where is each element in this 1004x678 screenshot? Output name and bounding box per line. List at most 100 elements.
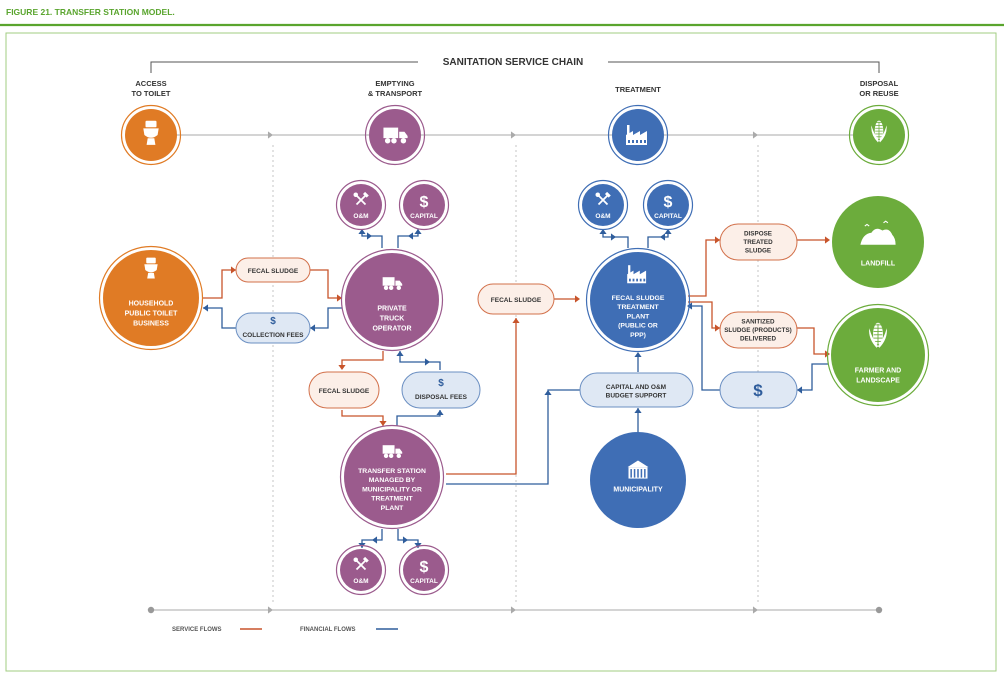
farmer-label: FARMER AND: [855, 367, 901, 374]
arrowhead: [372, 536, 378, 544]
legend-financial-label: FINANCIAL FLOWS: [300, 627, 356, 633]
treatment-plant-label: TREATMENT: [617, 304, 659, 311]
arrowhead: [436, 410, 444, 416]
factory-icon: [626, 125, 647, 145]
household-label: HOUSEHOLD: [129, 300, 174, 307]
factory-window: [636, 140, 638, 143]
landfill-icon: [860, 220, 896, 245]
toilet-base: [146, 138, 156, 145]
truck-icon: [383, 127, 408, 144]
financial-flow: [602, 229, 629, 248]
sanitized-sludge-pill: [719, 311, 798, 349]
payment-pill: [719, 371, 798, 409]
financial-flow: [361, 529, 383, 548]
om-circle: [582, 184, 624, 226]
toilet-bowl: [144, 264, 158, 273]
arrowhead: [664, 229, 672, 235]
transfer-station-label: PLANT: [381, 505, 405, 512]
truck-wheel: [396, 285, 402, 291]
transfer-station-node-ring: [339, 424, 445, 530]
stage-label: TREATMENT: [615, 85, 661, 94]
truck-operator-label: PRIVATE: [377, 305, 407, 312]
om-circle: [340, 549, 382, 591]
arrowhead: [230, 266, 236, 274]
chain-title: SANITATION SERVICE CHAIN: [443, 57, 584, 68]
transfer-station-node: [344, 429, 440, 525]
fecal-sludge-pill: [477, 283, 555, 315]
om-circle-ring: [577, 179, 629, 231]
capital-label: CAPITAL: [654, 213, 682, 220]
truck-wheel: [396, 453, 402, 459]
truck-wheel: [388, 285, 394, 291]
wrench-head: [595, 192, 600, 197]
chain-bracket-left: [150, 61, 418, 73]
factory-window: [640, 140, 642, 143]
financial-flow: [396, 410, 441, 426]
om-circle: [340, 184, 382, 226]
farmer-label: LANDSCAPE: [856, 377, 900, 384]
arrowhead: [424, 358, 430, 366]
arrowhead: [574, 295, 580, 303]
factory-window: [632, 140, 634, 143]
wrench-head: [353, 192, 358, 197]
dispose-treated-label: TREATED: [743, 239, 773, 246]
landfill-label: LANDFILL: [861, 260, 896, 267]
dispose-treated-label: SLUDGE: [745, 248, 771, 255]
chain-arrow: [752, 606, 758, 614]
toilet-base: [147, 272, 155, 279]
financial-flow: [797, 363, 828, 391]
factory-window: [644, 140, 646, 143]
toilet-tank: [146, 257, 156, 264]
dollar-icon: $: [753, 381, 763, 400]
building-column: [637, 469, 639, 478]
truck-wheel: [384, 137, 391, 144]
factory-window: [643, 278, 646, 282]
truck-operator-node: [345, 253, 439, 347]
transfer-station-label: MUNICIPALITY OR: [362, 486, 422, 493]
household-label: PUBLIC TOILET: [125, 310, 178, 317]
fecal-sludge-pill: [235, 257, 311, 283]
factory-icon: [627, 265, 647, 284]
om-label: O&M: [595, 213, 610, 220]
tools-icon: [353, 191, 369, 206]
corn-leaf: [869, 328, 877, 348]
financial-flow: [361, 229, 383, 248]
figure-frame: [5, 32, 997, 672]
building-column: [630, 469, 632, 478]
om-label: O&M: [353, 578, 368, 585]
chain-arrow: [267, 131, 273, 139]
capital-circle: [403, 184, 445, 226]
dollar-icon: $: [270, 316, 276, 327]
service-flow: [341, 410, 384, 426]
bird-icon: [864, 220, 889, 227]
stage-icon-circle-ring: [848, 104, 910, 166]
factory-window: [629, 278, 631, 282]
arrowhead: [634, 352, 642, 358]
arrowhead: [714, 324, 720, 332]
hammer-head: [604, 191, 611, 198]
chain-arrow: [752, 131, 758, 139]
corn-leaf: [871, 125, 879, 143]
landfill-mound: [860, 228, 896, 245]
arrowhead: [408, 232, 414, 240]
financial-flow: [203, 307, 236, 329]
service-flow: [310, 269, 342, 299]
household-node: [103, 250, 199, 346]
toilet-bowl: [143, 128, 159, 138]
dollar-icon: $: [420, 194, 429, 211]
fecal-sludge-pill: [308, 371, 380, 409]
capital-circle: [647, 184, 689, 226]
truck-cab: [399, 131, 408, 139]
hammer-head: [362, 191, 369, 198]
transfer-station-label: TRANSFER STATION: [358, 468, 426, 475]
service-flow: [797, 327, 828, 355]
truck-wheel: [391, 137, 397, 144]
truck-body: [382, 445, 395, 454]
legend-service-label: SERVICE FLOWS: [172, 627, 222, 633]
tools-icon: [595, 191, 611, 206]
stage-label: & TRANSPORT: [368, 89, 423, 98]
truck-cab: [395, 448, 403, 454]
figure-title: FIGURE 21. TRANSFER STATION MODEL.: [6, 7, 175, 17]
factory-window: [639, 278, 642, 282]
